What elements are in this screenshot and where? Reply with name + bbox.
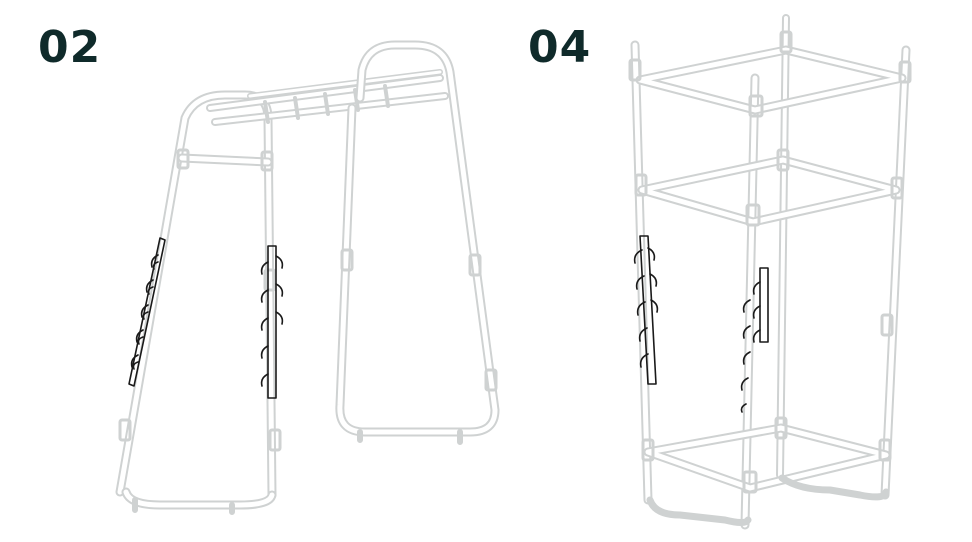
panel-label: 04 (528, 22, 592, 73)
rack-frame-icon (628, 14, 912, 530)
figure-panel-04: 04 (500, 0, 972, 542)
rack-frame-icon (115, 40, 500, 515)
figure-panel-02: 02 (38, 22, 500, 515)
panel-label: 02 (38, 22, 102, 73)
hanger-bracket-icon (128, 237, 284, 399)
hanger-bracket-icon (633, 235, 769, 413)
